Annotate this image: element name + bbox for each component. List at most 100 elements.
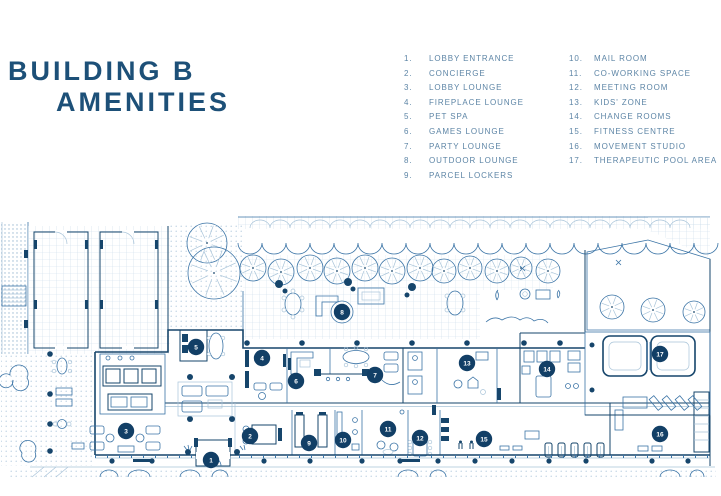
pet-spa-room — [179, 329, 226, 362]
plan-marker-13: 13 — [458, 354, 476, 372]
legend-item-label: FITNESS CENTRE — [594, 126, 676, 136]
tree-row-icons — [239, 254, 561, 286]
page-title: BUILDING B AMENITIES — [8, 56, 230, 118]
legend-item-number: 8. — [404, 156, 413, 166]
plan-marker-6: 6 — [287, 372, 305, 390]
movement-studio-fixtures — [614, 391, 710, 453]
tree-icon — [187, 246, 241, 300]
legend-item-number: 2. — [404, 68, 413, 78]
walkway-column-dots — [109, 458, 691, 464]
legend-item-number: 12. — [569, 83, 583, 93]
svg-text:4: 4 — [260, 355, 264, 362]
tree-icon — [239, 254, 267, 282]
left-planting-strip — [1, 222, 29, 354]
outdoor-lounge-terrace — [242, 278, 480, 339]
tree-icon — [457, 255, 483, 281]
legend-item-number: 10. — [569, 54, 583, 63]
plan-marker-16: 16 — [651, 425, 669, 443]
legend-item-number: 11. — [569, 68, 583, 78]
legend-item-label: OUTDOOR LOUNGE — [429, 156, 519, 166]
svg-text:9: 9 — [307, 440, 311, 447]
legend-item-number: 9. — [404, 170, 413, 180]
plan-marker-12: 12 — [411, 429, 429, 447]
legend-item: 12.MEETING ROOM — [569, 81, 717, 96]
fitness-equipment — [441, 418, 540, 451]
legend-item-number: 5. — [404, 112, 413, 122]
tree-icon — [431, 258, 457, 284]
svg-text:14: 14 — [543, 366, 551, 373]
plan-marker-2: 2 — [241, 427, 259, 445]
legend-list-2: 10. MAIL ROOM 11. CO-WORKING SPACE 12.MEETIN… — [569, 52, 717, 169]
plan-marker-11: 11 — [379, 420, 397, 438]
svg-text:3: 3 — [124, 428, 128, 435]
lobby-area — [177, 374, 235, 422]
bottom-facade — [10, 452, 716, 478]
legend-item: 16. MOVEMENT STUDIO — [569, 140, 717, 155]
tree-icon — [296, 254, 324, 282]
legend-item-label: MAIL ROOM — [594, 54, 648, 63]
legend-item-number: 1. — [404, 54, 413, 63]
washrooms — [407, 351, 423, 395]
svg-text:8: 8 — [340, 309, 344, 316]
svg-text:12: 12 — [416, 435, 424, 442]
legend-item-label: MOVEMENT STUDIO — [594, 141, 687, 151]
legend-item: 4. FIREPLACE LOUNGE — [404, 96, 524, 111]
core-rooms-block — [28, 226, 170, 354]
legend-item-number: 4. — [404, 97, 413, 107]
tree-icon — [267, 258, 295, 286]
page-title-line1: BUILDING B — [8, 56, 196, 86]
legend-item: 8. OUTDOOR LOUNGE — [404, 154, 524, 169]
svg-text:2: 2 — [248, 433, 252, 440]
legend-column-2: 10. MAIL ROOM 11. CO-WORKING SPACE 12.MEETIN… — [569, 52, 717, 169]
legend-item-label: CHANGE ROOMS — [594, 112, 672, 122]
legend-item-number: 7. — [404, 141, 413, 151]
svg-text:1: 1 — [209, 457, 213, 464]
legend-item-number: 13. — [569, 97, 583, 107]
legend-item: 3.LOBBY LOUNGE — [404, 81, 524, 96]
legend-item-label: CO-WORKING SPACE — [594, 68, 691, 78]
legend-item-number: 14. — [569, 112, 583, 122]
tree-icon — [406, 254, 434, 282]
plan-marker-15: 15 — [475, 430, 493, 448]
legend-item: 15. FITNESS CENTRE — [569, 125, 717, 140]
plan-marker-5: 5 — [187, 338, 205, 356]
legend-item: 1.LOBBY ENTRANCE — [404, 52, 524, 67]
legend-item-label: THERAPEUTIC POOL AREA — [594, 156, 718, 166]
svg-text:10: 10 — [339, 437, 347, 444]
legend-item: 10. MAIL ROOM — [569, 52, 717, 67]
patio-terrace — [480, 250, 586, 332]
tree-icon — [682, 300, 706, 324]
games-lounge-furniture — [288, 351, 369, 382]
legend-item: 17. THERAPEUTIC POOL AREA — [569, 154, 717, 169]
legend-item-number: 3. — [404, 83, 413, 93]
legend-item: 9.PARCEL LOCKERS — [404, 169, 524, 184]
legend-item-label: GAMES LOUNGE — [429, 126, 505, 136]
svg-text:16: 16 — [656, 431, 664, 438]
legend-item-number: 17. — [569, 156, 583, 166]
party-lounge-furniture — [342, 345, 401, 385]
legend-item: 11. CO-WORKING SPACE — [569, 67, 717, 82]
legend-item: 5.PET SPA — [404, 110, 524, 125]
legend-item-label: KIDS' ZONE — [594, 97, 648, 107]
tree-icon — [484, 258, 510, 284]
tree-icon — [186, 222, 228, 264]
plan-marker-4: 4 — [253, 349, 271, 367]
legend-item-number: 16. — [569, 141, 583, 151]
tree-icon — [509, 256, 533, 280]
legend-item-number: 15. — [569, 126, 583, 136]
garden-left — [0, 351, 95, 466]
tree-icon — [535, 258, 561, 284]
svg-text:7: 7 — [373, 372, 377, 379]
tree-icon — [351, 254, 379, 282]
lobby-lounge-furniture — [89, 425, 161, 453]
legend-item-number: 6. — [404, 126, 413, 136]
legend-item-label: FIREPLACE LOUNGE — [429, 97, 524, 107]
svg-text:13: 13 — [463, 360, 471, 367]
kids-zone-furniture — [453, 351, 501, 400]
svg-text:5: 5 — [194, 344, 198, 351]
legend-item: 2.CONCIERGE — [404, 67, 524, 82]
